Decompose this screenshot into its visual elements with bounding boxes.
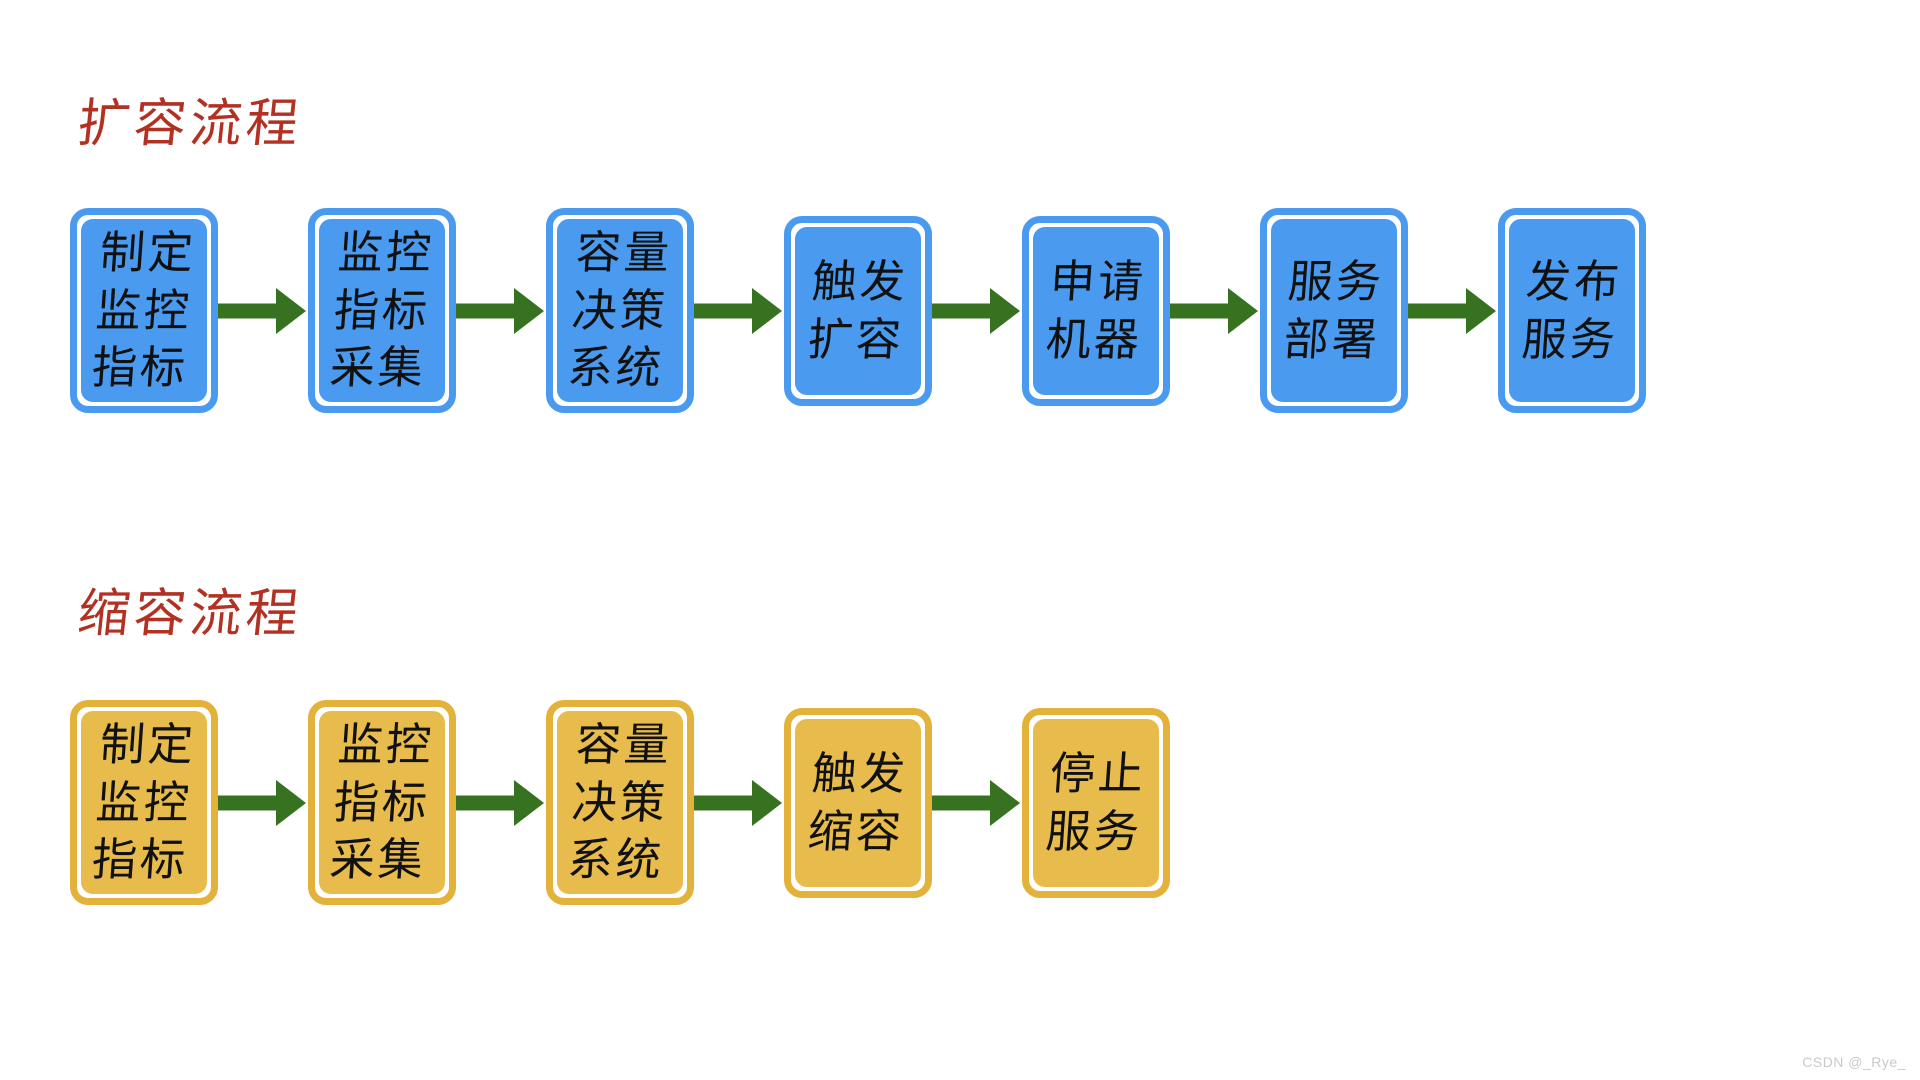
- flow-node-expand-7[interactable]: 发布 服务: [1498, 208, 1646, 413]
- flow-node-label: 触发 缩容: [806, 746, 910, 858]
- flow-arrow-icon: [932, 287, 1022, 334]
- flow-node-label: 发布 服务: [1520, 254, 1624, 366]
- section-title-shrink: 缩容流程: [74, 584, 306, 644]
- watermark: CSDN @_Rye_: [1802, 1054, 1906, 1070]
- flow-arrow-icon: [694, 779, 784, 826]
- flow-arrow-icon: [1170, 287, 1260, 334]
- flow-node-fill: 停止 服务: [1033, 718, 1159, 887]
- flow-arrow-icon: [456, 287, 546, 334]
- flow-node-label: 制定 监控 指标: [90, 226, 198, 395]
- arrow-shaft: [1170, 303, 1232, 318]
- arrow-head: [1466, 287, 1496, 334]
- flow-node-label: 容量 决策 系统: [566, 718, 674, 887]
- arrow-head: [1228, 287, 1258, 334]
- flow-node-expand-6[interactable]: 服务 部署: [1260, 208, 1408, 413]
- flow-arrow-icon: [1408, 287, 1498, 334]
- flow-node-label: 服务 部署: [1282, 254, 1386, 366]
- flow-node-fill: 触发 扩容: [795, 226, 921, 395]
- section-title-expand: 扩容流程: [74, 94, 306, 154]
- flow-node-fill: 发布 服务: [1509, 219, 1635, 402]
- flow-node-fill: 服务 部署: [1271, 219, 1397, 402]
- flow-arrow-icon: [456, 779, 546, 826]
- flow-node-label: 停止 服务: [1044, 746, 1148, 858]
- arrow-shaft: [694, 303, 756, 318]
- flow-row-shrink: 制定 监控 指标 监控 指标 采集 容量 决策 系统: [70, 700, 1170, 905]
- flow-node-fill: 制定 监控 指标: [81, 711, 207, 894]
- arrow-head: [990, 287, 1020, 334]
- flow-node-fill: 容量 决策 系统: [557, 219, 683, 402]
- flow-node-label: 触发 扩容: [806, 254, 910, 366]
- arrow-shaft: [456, 303, 518, 318]
- flow-node-fill: 监控 指标 采集: [319, 711, 445, 894]
- flow-node-fill: 监控 指标 采集: [319, 219, 445, 402]
- flow-node-fill: 制定 监控 指标: [81, 219, 207, 402]
- arrow-head: [514, 779, 544, 826]
- flow-node-label: 监控 指标 采集: [328, 718, 436, 887]
- flow-node-fill: 触发 缩容: [795, 718, 921, 887]
- arrow-head: [990, 779, 1020, 826]
- arrow-head: [752, 287, 782, 334]
- flow-node-label: 制定 监控 指标: [90, 718, 198, 887]
- flow-arrow-icon: [218, 287, 308, 334]
- flow-node-shrink-5[interactable]: 停止 服务: [1022, 707, 1170, 898]
- flow-node-shrink-3[interactable]: 容量 决策 系统: [546, 700, 694, 905]
- flow-node-label: 监控 指标 采集: [328, 226, 436, 395]
- flow-node-fill: 申请 机器: [1033, 226, 1159, 395]
- arrow-shaft: [456, 795, 518, 810]
- flow-node-expand-1[interactable]: 制定 监控 指标: [70, 208, 218, 413]
- flow-row-expand: 制定 监控 指标 监控 指标 采集 容量 决策 系统: [70, 208, 1646, 413]
- arrow-head: [752, 779, 782, 826]
- flow-arrow-icon: [694, 287, 784, 334]
- flow-node-label: 申请 机器: [1044, 254, 1148, 366]
- arrow-head: [276, 779, 306, 826]
- arrow-shaft: [694, 795, 756, 810]
- arrow-shaft: [932, 795, 994, 810]
- flow-arrow-icon: [218, 779, 308, 826]
- arrow-shaft: [932, 303, 994, 318]
- arrow-shaft: [218, 795, 280, 810]
- flow-arrow-icon: [932, 779, 1022, 826]
- arrow-shaft: [218, 303, 280, 318]
- flow-node-expand-3[interactable]: 容量 决策 系统: [546, 208, 694, 413]
- flow-node-shrink-1[interactable]: 制定 监控 指标: [70, 700, 218, 905]
- flow-node-label: 容量 决策 系统: [566, 226, 674, 395]
- flow-node-shrink-2[interactable]: 监控 指标 采集: [308, 700, 456, 905]
- flow-node-expand-2[interactable]: 监控 指标 采集: [308, 208, 456, 413]
- flow-node-expand-4[interactable]: 触发 扩容: [784, 215, 932, 406]
- arrow-head: [514, 287, 544, 334]
- arrow-shaft: [1408, 303, 1470, 318]
- arrow-head: [276, 287, 306, 334]
- flow-node-shrink-4[interactable]: 触发 缩容: [784, 707, 932, 898]
- flow-node-expand-5[interactable]: 申请 机器: [1022, 215, 1170, 406]
- flow-node-fill: 容量 决策 系统: [557, 711, 683, 894]
